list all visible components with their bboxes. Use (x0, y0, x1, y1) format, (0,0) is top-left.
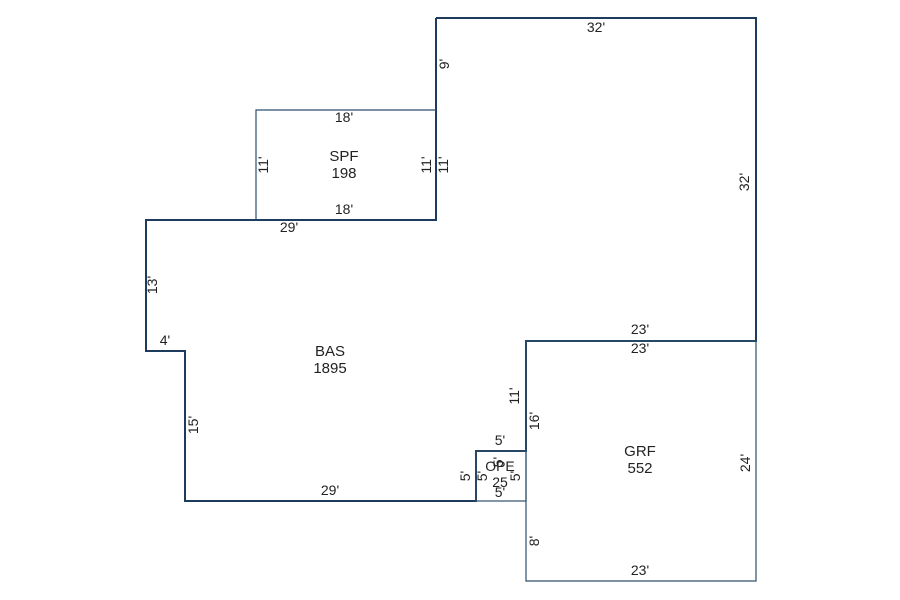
dim-ope-inner-top: 5' (490, 457, 506, 467)
dim-ope-bottom: 5' (495, 484, 505, 500)
dim-right-upper: 32' (736, 173, 752, 191)
dim-grf-top-inner: 23' (631, 340, 649, 356)
bas-sqft-label: 1895 (313, 360, 346, 377)
dim-grf-left-mid: 16' (526, 412, 542, 430)
dim-top-upper: 32' (587, 19, 605, 35)
ope-outline (475, 450, 527, 502)
dim-ope-left: 5' (457, 471, 473, 481)
dim-left-upper-step: 9' (436, 59, 452, 69)
dim-spf-right-a: 11' (418, 156, 434, 173)
dim-grf-left-upper: 11' (506, 387, 522, 404)
grf-sqft-label: 552 (627, 460, 652, 477)
dim-ope-inner-left: 5' (474, 471, 490, 481)
dim-spf-top: 18' (335, 109, 353, 125)
dim-spf-bottom: 18' (335, 201, 353, 217)
spf-outline (255, 109, 436, 220)
dim-spf-left: 11' (255, 156, 271, 173)
ope-code-label: OPE (485, 458, 515, 474)
dim-bas-notch: 4' (160, 332, 170, 348)
dim-ope-top: 5' (495, 432, 505, 448)
dim-grf-left-lower: 8' (526, 536, 542, 546)
dim-bas-bottom: 29' (321, 482, 339, 498)
grf-code-label: GRF (624, 443, 656, 460)
dim-grf-right: 24' (737, 454, 753, 472)
dim-grf-bottom: 23' (631, 562, 649, 578)
bas-outline (145, 17, 757, 502)
ope-sqft-label: 25 (492, 474, 508, 490)
dim-grf-top-outer: 23' (631, 321, 649, 337)
dim-ope-right: 5' (507, 471, 523, 481)
dim-bas-lower-left: 15' (185, 416, 201, 434)
dim-spf-right-b: 11' (435, 156, 451, 173)
dim-bas-left: 13' (144, 276, 160, 294)
bas-code-label: BAS (315, 343, 345, 360)
spf-sqft-label: 198 (331, 165, 356, 182)
dim-bas-top: 29' (280, 219, 298, 235)
spf-code-label: SPF (329, 148, 358, 165)
